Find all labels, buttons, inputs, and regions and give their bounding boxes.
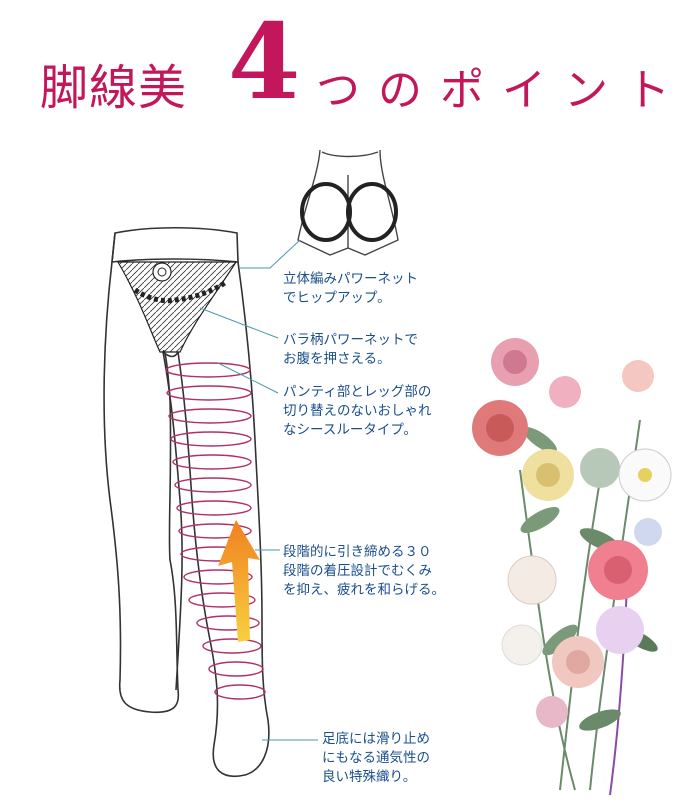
tights-outline: [103, 226, 270, 777]
page-title: 脚線美 4 つのポイント: [40, 0, 680, 123]
point-graduated-compression: 段階的に引き締める３０ 段階の着圧設計でむくみ を抑え、疲れを和らげる。: [283, 544, 445, 598]
title-main: 脚線美: [40, 60, 188, 116]
leader-lines: [199, 239, 318, 741]
hip-detail-sketch: [297, 149, 399, 256]
point-seamless-see-through: パンティ部とレッグ部の 切り替えのないおしゃれ なシースルータイプ。: [283, 384, 432, 438]
point-hip-up: 立体編みパワーネット でヒップアップ。: [283, 271, 418, 306]
title-number: 4: [228, 0, 301, 123]
compression-rings: [165, 362, 266, 700]
rose-lace-panel: [116, 261, 238, 353]
compression-arrow-icon: [218, 520, 260, 642]
point-tummy-control: バラ柄パワーネットで お腹を押さえる。: [283, 332, 418, 367]
title-rest: つのポイント: [316, 65, 688, 116]
rose-motif-icon: [152, 262, 172, 282]
flower-bouquet-image: [472, 338, 672, 796]
point-non-slip-sole: 足底には滑り止め にもなる通気性の 良い特殊織り。: [322, 731, 430, 785]
